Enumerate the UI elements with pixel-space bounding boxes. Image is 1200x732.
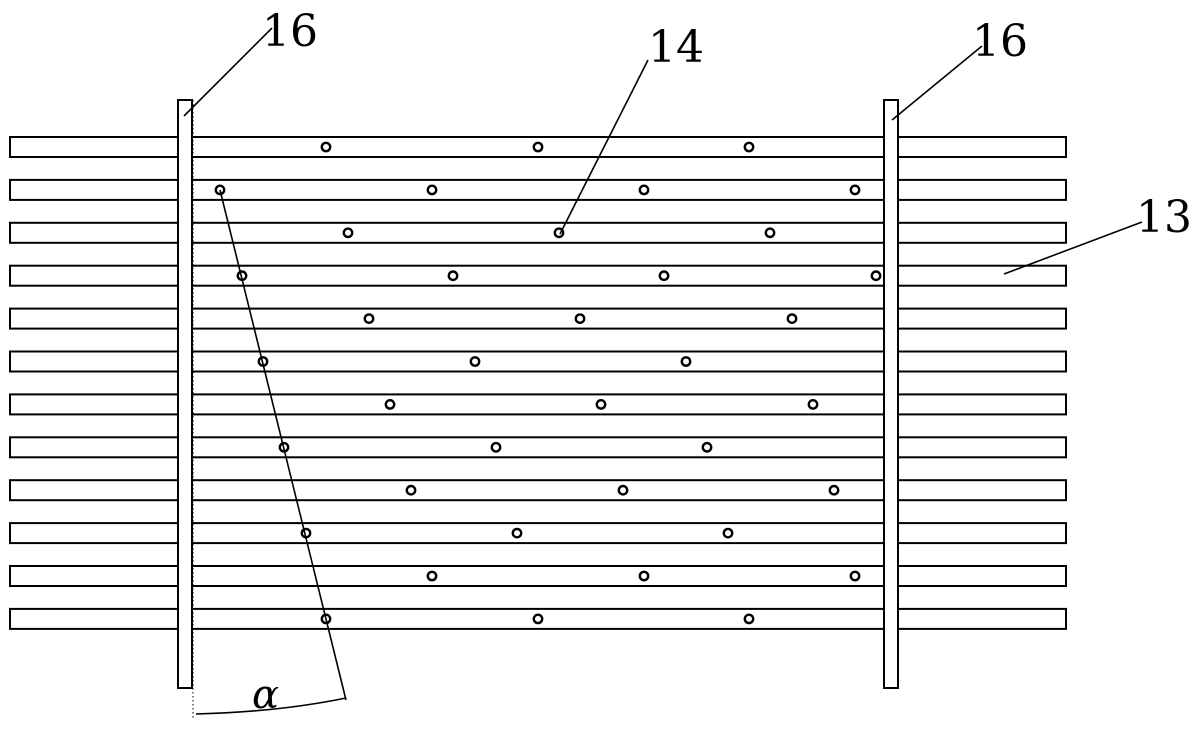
hole-r8-3 bbox=[701, 441, 713, 453]
hole-r11-3 bbox=[849, 570, 861, 582]
hole-r11-1 bbox=[426, 570, 438, 582]
label-left-post: 16 bbox=[262, 6, 318, 57]
bar-8 bbox=[9, 436, 1067, 459]
hole-r2-4 bbox=[849, 184, 861, 196]
hole-r2-1 bbox=[214, 184, 226, 196]
label-hole: 14 bbox=[648, 22, 704, 73]
hole-r7-3 bbox=[807, 398, 819, 410]
hole-r4-4 bbox=[870, 270, 882, 282]
bar-3 bbox=[9, 221, 1067, 244]
label-right-post: 16 bbox=[972, 16, 1028, 67]
hole-r1-1 bbox=[320, 141, 332, 153]
bar-6 bbox=[9, 350, 1067, 373]
bar-5 bbox=[9, 307, 1067, 330]
hole-r1-2 bbox=[532, 141, 544, 153]
hole-r9-2 bbox=[617, 484, 629, 496]
hole-r9-3 bbox=[828, 484, 840, 496]
hole-r5-3 bbox=[786, 313, 798, 324]
hole-r7-2 bbox=[595, 398, 607, 410]
hole-r12-2 bbox=[532, 613, 544, 625]
right-post bbox=[883, 99, 899, 689]
slant-guide-line bbox=[219, 189, 347, 701]
hole-r1-3 bbox=[743, 141, 755, 153]
holes-group bbox=[214, 141, 882, 625]
angle-arc bbox=[195, 697, 347, 715]
hole-r5-1 bbox=[363, 313, 375, 324]
hole-r12-3 bbox=[743, 613, 755, 625]
hole-r11-2 bbox=[638, 570, 650, 582]
bar-4 bbox=[9, 264, 1067, 287]
bars-group bbox=[9, 136, 1067, 630]
leader-hole bbox=[559, 59, 649, 235]
hole-r6-3 bbox=[680, 356, 692, 367]
leader-left-post bbox=[183, 27, 273, 117]
hole-r6-2 bbox=[469, 356, 481, 367]
bar-11 bbox=[9, 565, 1067, 587]
hole-r3-3 bbox=[764, 227, 776, 239]
hole-r2-2 bbox=[426, 184, 438, 196]
bar-2 bbox=[9, 178, 1067, 201]
hole-r4-3 bbox=[658, 270, 670, 282]
leader-right-post bbox=[891, 45, 983, 121]
hole-r7-1 bbox=[384, 398, 396, 410]
left-post bbox=[177, 99, 193, 689]
hole-r3-1 bbox=[342, 227, 354, 239]
label-bar: 13 bbox=[1136, 192, 1192, 243]
hole-r10-3 bbox=[722, 527, 734, 539]
leader-bar bbox=[1003, 221, 1143, 275]
bar-10 bbox=[9, 522, 1067, 545]
bar-7 bbox=[9, 393, 1067, 416]
hole-r5-2 bbox=[574, 313, 586, 324]
hole-r10-2 bbox=[511, 527, 523, 539]
angle-label: α bbox=[252, 672, 279, 718]
hole-r2-3 bbox=[638, 184, 650, 196]
hole-r4-2 bbox=[447, 270, 459, 282]
hole-r9-1 bbox=[405, 484, 417, 496]
hole-r8-2 bbox=[490, 441, 502, 453]
bar-9 bbox=[9, 479, 1067, 502]
